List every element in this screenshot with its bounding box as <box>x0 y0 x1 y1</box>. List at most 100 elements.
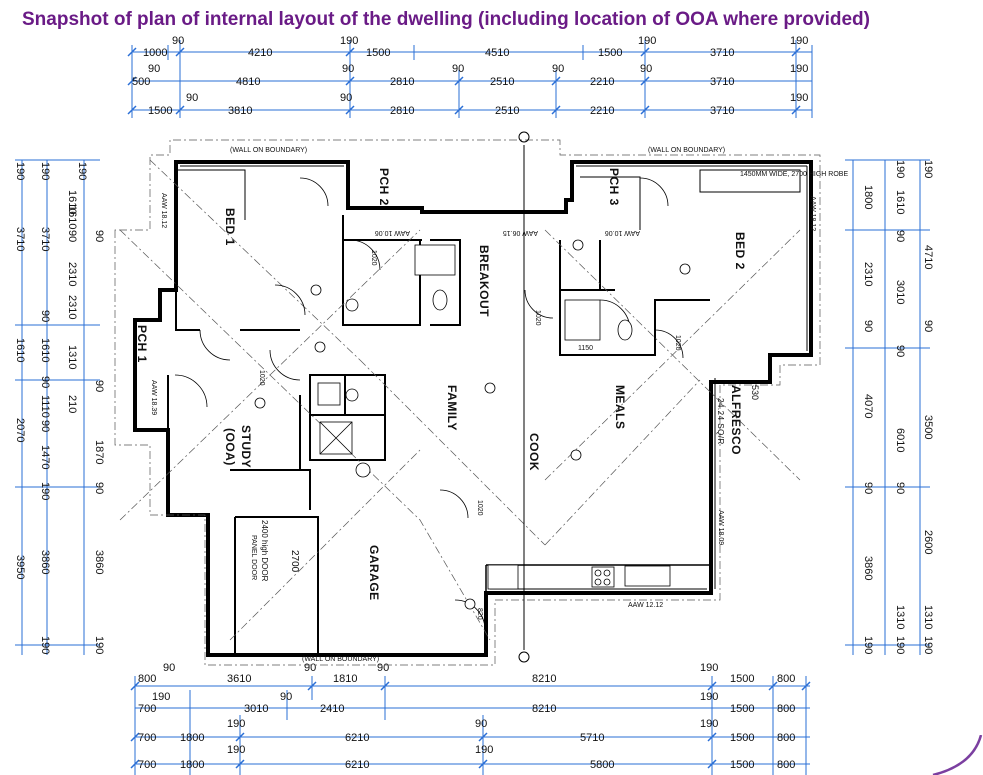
aaw-note: AAW 18.12 <box>160 193 167 228</box>
dim-label: 8210 <box>532 673 556 685</box>
door-width: 1020 <box>476 500 483 516</box>
dim-label: 5710 <box>580 732 604 744</box>
dim-label: 6010 <box>894 428 906 452</box>
dim-label: 90 <box>280 691 292 703</box>
dim-label: 1500 <box>730 732 754 744</box>
dim-label: 3710 <box>710 76 734 88</box>
dim-label: 190 <box>922 160 934 178</box>
dim-label: 1000 <box>143 47 167 59</box>
walls <box>133 160 813 657</box>
dim-label: 190 <box>93 636 105 654</box>
dim-label: 1610 <box>66 205 78 229</box>
room-pch-2-label: PCH 2 <box>377 168 391 206</box>
dim-label: 190 <box>790 92 808 104</box>
dim-label: 1610 <box>894 190 906 214</box>
dim-label: 190 <box>76 162 88 180</box>
dim-label: 90 <box>894 482 906 494</box>
aaw-note: AAW 18.39 <box>150 380 157 415</box>
dim-label: 1610 <box>14 338 26 362</box>
room-bed-1-label: BED 1 <box>223 208 237 246</box>
dim-label: 190 <box>638 35 656 47</box>
dim-label: 3710 <box>710 105 734 117</box>
dim-label: 190 <box>922 636 934 654</box>
door-width: 1020 <box>258 370 265 386</box>
corner-decoration <box>932 735 983 775</box>
room-bed-2-label: BED 2 <box>733 232 747 270</box>
dim-label: 190 <box>700 691 718 703</box>
dim-label: 190 <box>227 718 245 730</box>
dim-label: 190 <box>340 35 358 47</box>
roof-lines <box>114 139 821 666</box>
room-pch-3-label: PCH 3 <box>607 168 621 206</box>
dim-label: 1500 <box>148 105 172 117</box>
dim-label: 190 <box>790 35 808 47</box>
dim-label: 90 <box>93 482 105 494</box>
room-pch-1-label: PCH 1 <box>135 325 149 363</box>
dim-label: 90 <box>475 718 487 730</box>
dim-label: 2310 <box>862 262 874 286</box>
room-labels: BED 1 BED 2 PCH 1 PCH 2 PCH 3 BREAKOUT F… <box>135 168 747 601</box>
dim-label: 90 <box>39 310 51 322</box>
dim-label: 800 <box>777 703 795 715</box>
dim-label: 190 <box>39 482 51 500</box>
dim-label: 1800 <box>862 185 874 209</box>
dim-label: 6210 <box>345 759 369 771</box>
garage-door-height: 2400 high DOOR <box>260 520 269 582</box>
dim-label: 700 <box>138 703 156 715</box>
dim-label: 2210 <box>590 105 614 117</box>
page-title: Snapshot of plan of internal layout of t… <box>22 9 870 30</box>
dim-label: 3860 <box>93 550 105 574</box>
dim-label: 90 <box>39 376 51 388</box>
dimension-labels-right: 1800 2310 90 4070 90 3860 190 190 1610 9… <box>862 160 934 654</box>
room-alfresco-label: ALFRESCO <box>729 385 743 455</box>
dim-label: 1500 <box>598 47 622 59</box>
dim-label: 3010 <box>894 280 906 304</box>
dim-label: 3710 <box>710 47 734 59</box>
smoke-detectors <box>254 263 691 610</box>
dim-label: 1500 <box>730 759 754 771</box>
dim-label: 90 <box>163 662 175 674</box>
dim-label: 3860 <box>39 550 51 574</box>
dim-label: 3710 <box>14 227 26 251</box>
door-width: 1020 <box>534 310 541 326</box>
dim-label: 2600 <box>922 530 934 554</box>
dim-label: 2810 <box>390 105 414 117</box>
dim-label: 90 <box>186 92 198 104</box>
aaw-note: AAW 06.15 <box>503 229 538 236</box>
dim-label: 1470 <box>39 445 51 469</box>
dim-label: 90 <box>93 230 105 242</box>
fixtures <box>317 239 671 590</box>
dim-label: 4710 <box>922 245 934 269</box>
door-swings <box>174 177 684 631</box>
dim-label: 1500 <box>730 703 754 715</box>
dim-label: 3610 <box>227 673 251 685</box>
garage-door-width: 2700 <box>289 550 300 573</box>
dim-label: 800 <box>777 759 795 771</box>
dim-label: 3810 <box>228 105 252 117</box>
room-cook-label: COOK <box>527 433 541 471</box>
dim-label: 90 <box>304 662 316 674</box>
aaw-note: AAW 18.09 <box>717 510 724 545</box>
dim-label: 3500 <box>922 415 934 439</box>
dim-label: 800 <box>777 732 795 744</box>
room-breakout-label: BREAKOUT <box>477 245 491 317</box>
dim-label: 190 <box>862 636 874 654</box>
door-width: 1020 <box>370 250 377 266</box>
aaw-note: AAW 10.06 <box>375 229 410 236</box>
dimension-labels-bottom: 90 800 3610 90 1810 90 8210 190 1500 800… <box>138 662 795 771</box>
dim-label: 90 <box>340 92 352 104</box>
dim-label: 90 <box>552 63 564 75</box>
dim-label: 3950 <box>14 555 26 579</box>
panel-door-note: PANEL DOOR <box>250 535 257 580</box>
dim-label: 1610 <box>39 338 51 362</box>
dim-label: 190 <box>700 662 718 674</box>
dim-label: 4510 <box>485 47 509 59</box>
dim-label: 1310 <box>894 605 906 629</box>
dim-label: 90 <box>377 662 389 674</box>
dim-label: 2510 <box>490 76 514 88</box>
dim-label: 2310 <box>66 262 78 286</box>
dim-label: 190 <box>152 691 170 703</box>
dim-label: 1610 <box>66 190 78 214</box>
dim-label: 4810 <box>236 76 260 88</box>
